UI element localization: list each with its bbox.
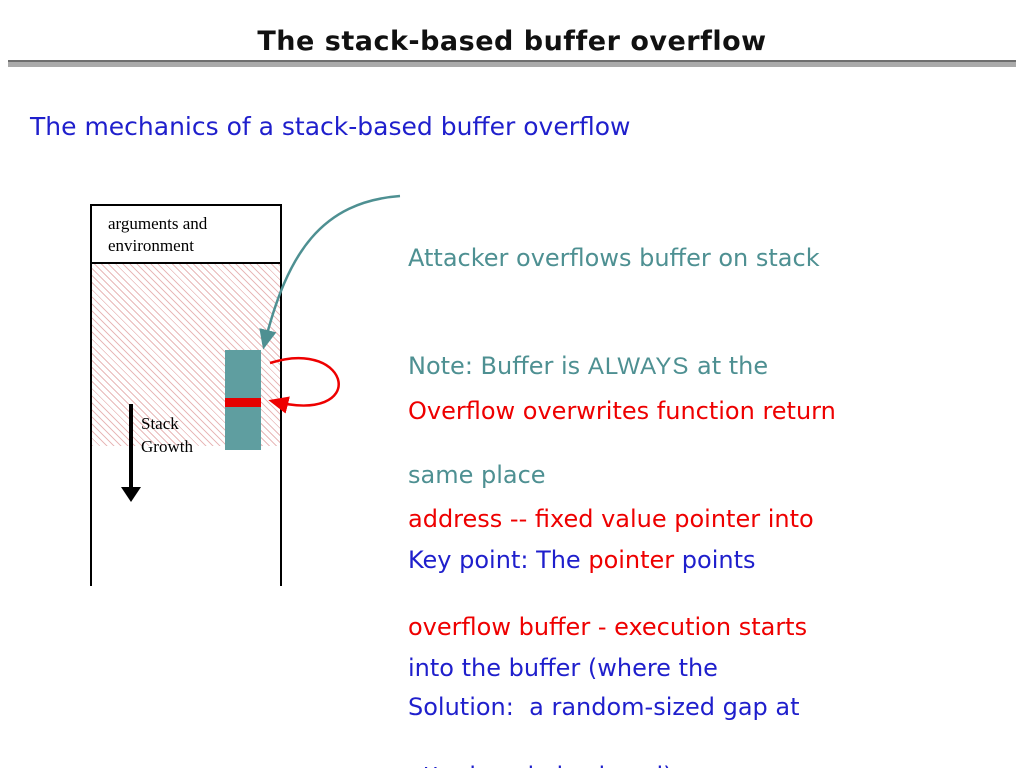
- stack-growth-label: Stack Growth: [141, 412, 221, 458]
- text-line: Key point: The pointer points: [408, 546, 756, 574]
- stack-growth-label-line2: Growth: [141, 437, 193, 456]
- text-line: Overflow overwrites function return: [408, 397, 836, 425]
- note-keypoint: Key point: The pointer points into the b…: [408, 470, 756, 768]
- note-solution: Solution: a random-sized gap at top of s…: [408, 617, 800, 768]
- stack-box: arguments and environment: [90, 204, 282, 586]
- subtitle: The mechanics of a stack-based buffer ov…: [30, 112, 631, 141]
- pointer-emphasis: pointer: [588, 546, 675, 574]
- text-line: into the buffer (where the: [408, 654, 718, 682]
- attacker-arrow: [259, 194, 401, 350]
- title-divider: [8, 60, 1016, 67]
- note-attacker: Attacker overflows buffer on stack Note:…: [408, 168, 820, 565]
- text-line: address -- fixed value pointer into: [408, 505, 814, 533]
- text-line: attack code is placed): [408, 758, 756, 768]
- return-address-bar: [225, 398, 261, 407]
- text-line: Attacker overflows buffer on stack: [408, 244, 820, 272]
- text-line: Solution: a random-sized gap at: [408, 693, 800, 721]
- note-overflow: Overflow overwrites function return addr…: [408, 321, 836, 717]
- text-line: same place: [408, 461, 546, 489]
- args-env-label: arguments and environment: [92, 206, 280, 264]
- always-emphasis: ALWAYS: [587, 353, 690, 380]
- stack-growth-arrowhead-icon: [121, 487, 141, 502]
- stack-growth-arrow: [129, 404, 133, 488]
- stack-growth-label-line1: Stack: [141, 414, 179, 433]
- slide-title: The stack-based buffer overflow: [257, 26, 767, 57]
- text-line: overflow buffer - execution starts: [408, 613, 808, 641]
- text-line: Note: Buffer is ALWAYS at the: [408, 352, 769, 380]
